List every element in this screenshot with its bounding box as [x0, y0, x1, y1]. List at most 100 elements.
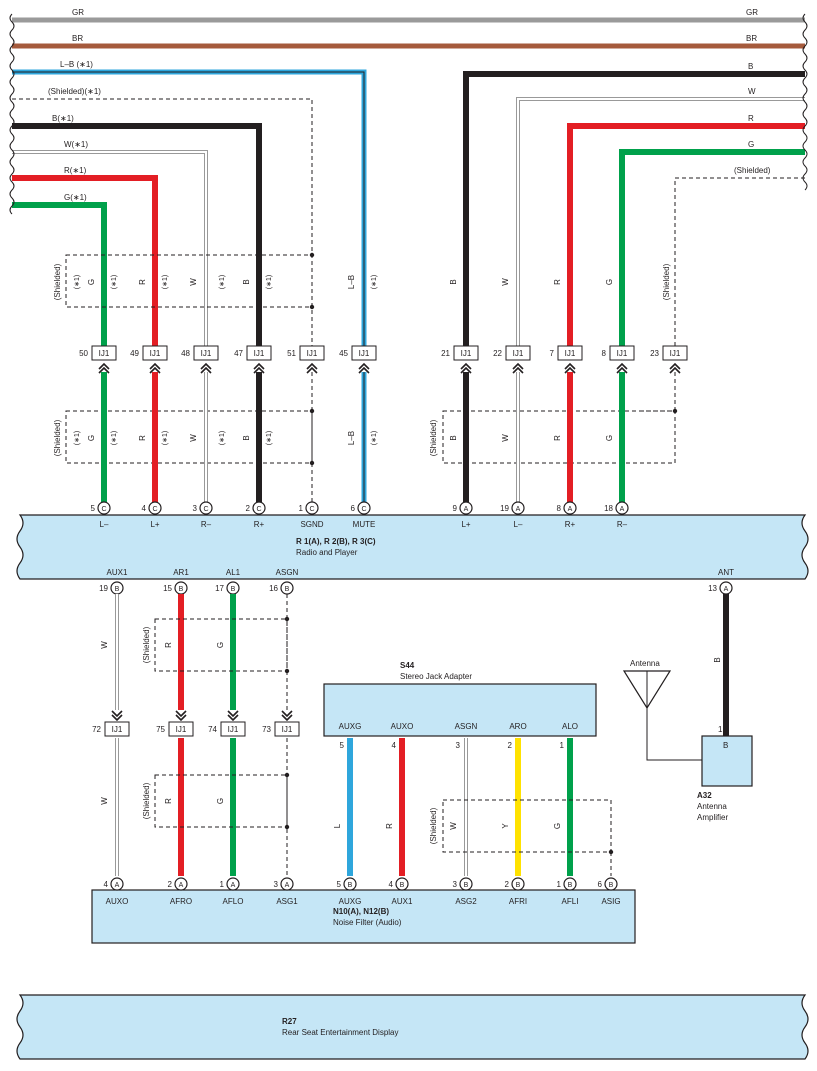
amp-name-2: Amplifier — [697, 813, 728, 822]
pin-connector: C — [361, 506, 366, 513]
radio-pin-label: MUTE — [353, 520, 376, 529]
wire-color-label: R — [164, 642, 173, 648]
radio-pin-A9: A9 — [453, 501, 473, 515]
r27-id: R27 — [282, 1017, 297, 1026]
junction-pin: 47 — [234, 349, 243, 358]
noise-filter-pins: A4AUXOA2AFROA1AFLOA3ASG1B5AUXGB4AUX1B3AS… — [104, 877, 621, 906]
junction-label: IJ1 — [461, 349, 472, 358]
r27-body — [16, 994, 809, 1060]
s44-body — [323, 683, 597, 737]
junction-pin: 72 — [92, 725, 101, 734]
note-label: (∗1) — [74, 431, 81, 445]
pin-connector: C — [101, 506, 106, 513]
pin-number: 17 — [215, 584, 224, 593]
radio-pin-label: R+ — [254, 520, 265, 529]
wire-color-label: W — [189, 278, 198, 286]
junction-label: IJ1 — [617, 349, 628, 358]
pin-number: 6 — [598, 880, 603, 889]
s44-pin-number: 1 — [560, 741, 565, 750]
nf-pin-A3: A3 — [274, 877, 294, 891]
wire-color-label: W — [501, 278, 510, 286]
pin-number: 2 — [505, 880, 510, 889]
radio-title: R 1(A), R 2(B), R 3(C) — [296, 537, 376, 546]
note-label: (∗1) — [266, 431, 273, 445]
radio-pin-label: ASGN — [276, 568, 299, 577]
pin-connector: B — [568, 882, 573, 889]
r27-name: Rear Seat Entertainment Display — [282, 1028, 399, 1037]
wire-color-label: G — [553, 823, 562, 829]
radio-pin-label: SGND — [300, 520, 323, 529]
pin-number: 4 — [104, 880, 109, 889]
note-label: (∗1) — [219, 431, 226, 445]
junction-pin: 22 — [493, 349, 502, 358]
junction-label: IJ1 — [565, 349, 576, 358]
wire-color-label: R — [138, 279, 147, 285]
pin-connector: B — [115, 586, 120, 593]
noise-filter-subtitle: Noise Filter (Audio) — [333, 918, 402, 927]
nf-pin-label: AUXG — [339, 897, 362, 906]
antenna-label: Antenna — [630, 659, 660, 668]
shield-label-1: (Shielded) — [53, 263, 62, 300]
radio-pin-A8: A8 — [557, 501, 577, 515]
s44-pin-number: 3 — [456, 741, 461, 750]
wire-color-label: G — [87, 279, 96, 285]
nf-pin-label: ASG2 — [455, 897, 477, 906]
radio-pin-label: L+ — [150, 520, 159, 529]
wire-color-label: R — [553, 279, 562, 285]
pin-number: 1 — [220, 880, 225, 889]
shield-box-upper-3 — [442, 410, 676, 464]
pin-connector: B — [231, 586, 236, 593]
amp-name-1: Antenna — [697, 802, 727, 811]
pin-connector: B — [464, 882, 469, 889]
junction-pin: 21 — [441, 349, 450, 358]
s44-pin-label: AUXO — [391, 722, 414, 731]
amp-id: A32 — [697, 791, 712, 800]
pin-number: 2 — [168, 880, 173, 889]
junction-label: IJ1 — [150, 349, 161, 358]
shield-box-upper-2 — [65, 410, 313, 464]
wire-label-lb: L–B (∗1) — [60, 60, 93, 69]
pin-number: 2 — [246, 504, 251, 513]
nf-pin-B2: B2 — [505, 877, 525, 891]
note-label: (∗1) — [111, 431, 118, 445]
shield-label-6: (Shielded) — [142, 782, 151, 819]
pin-number: 1 — [557, 880, 562, 889]
radio-pin-B19: B19 — [99, 581, 124, 595]
wire-color-label: W — [100, 797, 109, 805]
junction-pin: 7 — [550, 349, 555, 358]
note-label: (∗1) — [162, 431, 169, 445]
junction-pin: 50 — [79, 349, 88, 358]
pin-number: 16 — [269, 584, 278, 593]
noise-filter-title: N10(A), N12(B) — [333, 907, 389, 916]
junction-ij1-21: IJ1 21 — [441, 345, 479, 374]
wire-color-label: L–B — [347, 431, 356, 445]
junction-pin: 51 — [287, 349, 296, 358]
pin-connector: C — [203, 506, 208, 513]
radio-pin-label: L– — [100, 520, 109, 529]
note-label: (∗1) — [219, 275, 226, 289]
nf-pin-label: AFLO — [223, 897, 244, 906]
amp-pin: 1 — [718, 725, 723, 734]
nf-pin-label: AUX1 — [392, 897, 413, 906]
radio-pin-label: AL1 — [226, 568, 241, 577]
pin-connector: A — [516, 506, 521, 513]
radio-pin-A19: A19 — [500, 501, 525, 515]
nf-pin-A2: A2 — [168, 877, 188, 891]
pin-number: 3 — [453, 880, 458, 889]
s44-name: Stereo Jack Adapter — [400, 672, 472, 681]
pin-number: 5 — [91, 504, 96, 513]
wire-color-label: G — [216, 642, 225, 648]
pin-connector: B — [179, 586, 184, 593]
radio-pin-label: AR1 — [173, 568, 189, 577]
radio-subtitle: Radio and Player — [296, 548, 358, 557]
radio-pin-label: L+ — [461, 520, 470, 529]
nf-pin-label: ASIG — [601, 897, 620, 906]
radio-pin-label: AUX1 — [107, 568, 128, 577]
